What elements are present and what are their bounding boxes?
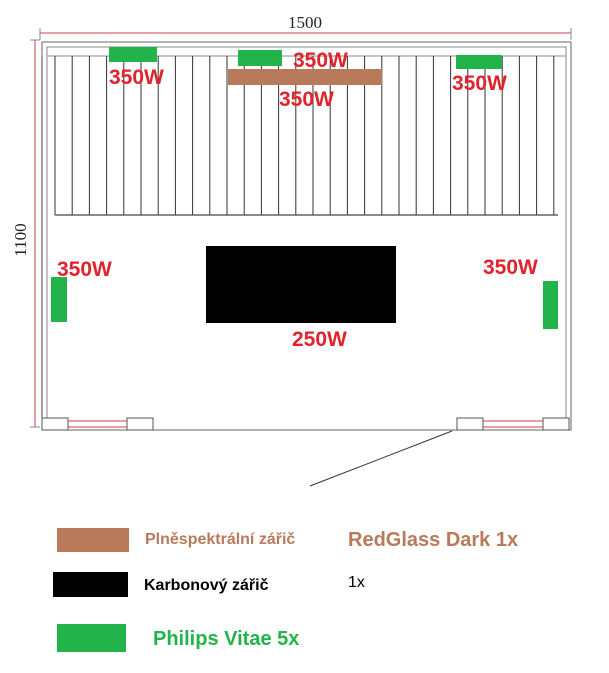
philips-heater-right-wall	[543, 281, 558, 329]
dimension-height: 1100	[11, 39, 40, 428]
front-glass-left	[41, 417, 154, 431]
watt-label-right-wall: 350W	[483, 256, 538, 279]
width-label: 1500	[288, 13, 322, 32]
sauna-walls	[41, 41, 572, 431]
door	[309, 417, 570, 487]
watt-label-left-wall: 350W	[57, 258, 112, 281]
height-label: 1100	[11, 223, 30, 256]
fullspectrum-heater	[228, 69, 382, 85]
philips-heater-top-center	[238, 50, 282, 66]
door-leader-line	[309, 430, 453, 487]
carbon-heater	[206, 246, 396, 323]
watt-label-top-right: 350W	[452, 72, 507, 95]
dimension-width: 1500	[39, 13, 572, 40]
watt-label-top-center: 350W	[293, 49, 348, 72]
philips-heater-left-wall	[51, 277, 67, 322]
watt-label-top-left: 350W	[109, 66, 164, 89]
philips-heater-top-right	[456, 55, 502, 69]
watt-label-fullspectrum: 350W	[279, 88, 334, 111]
watt-label-carbon: 250W	[292, 328, 347, 351]
philips-heater-top-left	[109, 47, 157, 62]
